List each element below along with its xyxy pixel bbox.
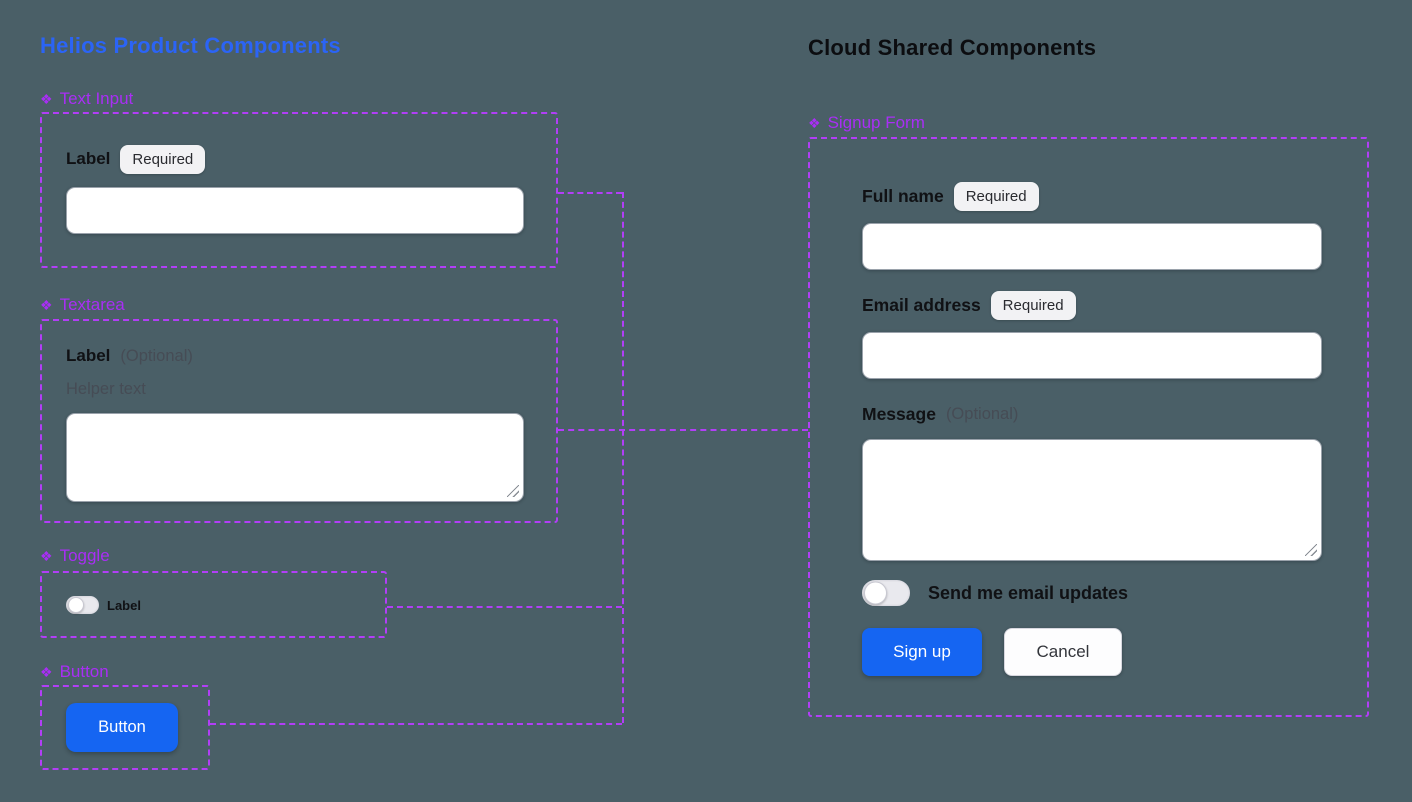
component-header-toggle[interactable]: ❖ Toggle xyxy=(40,546,110,566)
text-input-label: Label xyxy=(66,149,111,168)
full-name-field-wrap xyxy=(862,223,1322,270)
textarea-field[interactable] xyxy=(67,414,523,501)
toggle-label: Label xyxy=(107,598,141,613)
full-name-input[interactable] xyxy=(863,224,1321,269)
helper-text: Helper text xyxy=(66,380,146,398)
textarea-field-wrap xyxy=(66,413,524,502)
connector-line-toggle xyxy=(387,606,622,608)
connector-line-button xyxy=(210,723,622,725)
email-input[interactable] xyxy=(863,333,1321,378)
cancel-button[interactable]: Cancel xyxy=(1004,628,1122,676)
message-textarea[interactable] xyxy=(863,440,1321,560)
component-icon: ❖ xyxy=(40,548,53,564)
connector-line-textarea xyxy=(558,429,808,431)
component-icon: ❖ xyxy=(40,91,53,107)
component-name: Textarea xyxy=(59,295,125,314)
text-input-field-wrap xyxy=(66,187,524,234)
toggle-switch[interactable] xyxy=(66,596,99,614)
component-name: Button xyxy=(59,662,109,681)
signup-form-outline xyxy=(808,137,1369,717)
textarea-label: Label xyxy=(66,346,111,365)
optional-hint: (Optional) xyxy=(945,404,1019,423)
email-updates-toggle[interactable] xyxy=(862,580,910,606)
message-field-wrap xyxy=(862,439,1322,561)
component-header-text-input[interactable]: ❖ Text Input xyxy=(40,89,133,109)
component-icon: ❖ xyxy=(40,297,53,313)
email-updates-label: Send me email updates xyxy=(928,583,1129,603)
full-name-label: Full name xyxy=(862,185,944,206)
component-name: Text Input xyxy=(59,89,134,108)
right-column-title: Cloud Shared Components xyxy=(808,35,1097,60)
required-badge: Required xyxy=(953,181,1039,211)
toggle-knob xyxy=(68,597,84,613)
message-label: Message xyxy=(862,403,936,424)
connector-bus-vertical xyxy=(622,192,624,723)
toggle-component-outline xyxy=(40,571,387,638)
optional-hint: (Optional) xyxy=(120,346,193,365)
component-header-textarea[interactable]: ❖ Textarea xyxy=(40,295,125,315)
sign-up-button[interactable]: Sign up xyxy=(862,628,982,676)
required-badge: Required xyxy=(120,144,206,174)
email-label: Email address xyxy=(862,294,981,315)
component-header-signup-form[interactable]: ❖ Signup Form xyxy=(808,113,925,133)
sample-button[interactable]: Button xyxy=(66,703,178,752)
connector-line-text-input xyxy=(558,192,622,194)
button-component-outline xyxy=(40,685,210,770)
component-icon: ❖ xyxy=(808,115,821,131)
text-input-component-outline xyxy=(40,112,558,268)
component-icon: ❖ xyxy=(40,664,53,680)
left-column-title: Helios Product Components xyxy=(40,33,341,58)
component-name: Signup Form xyxy=(827,113,925,132)
text-input-field[interactable] xyxy=(67,188,523,233)
toggle-knob xyxy=(864,581,887,605)
component-header-button[interactable]: ❖ Button xyxy=(40,662,109,682)
textarea-component-outline xyxy=(40,319,558,523)
required-badge: Required xyxy=(990,290,1076,320)
component-name: Toggle xyxy=(59,546,110,565)
email-field-wrap xyxy=(862,332,1322,379)
